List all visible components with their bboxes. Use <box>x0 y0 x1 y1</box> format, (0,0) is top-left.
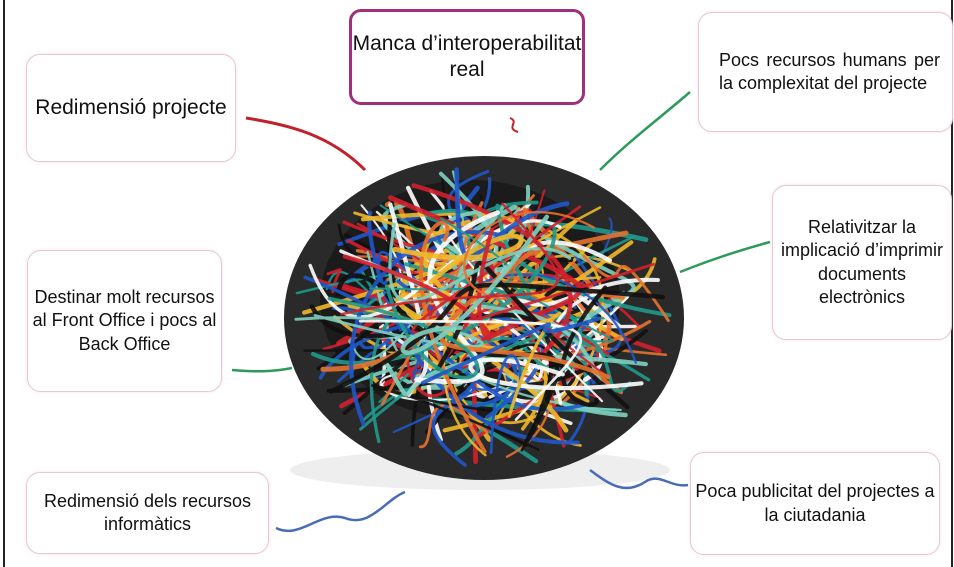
problem-box-redimensio-recursos: Redimensió dels recursos informàtics <box>26 472 269 554</box>
frame-left-border <box>3 0 5 567</box>
yarn-strand <box>340 202 559 316</box>
yarn-strand <box>421 316 601 385</box>
yarn-strand <box>582 254 670 322</box>
problem-box-poca-publicitat: Poca publicitat del projectes a la ciuta… <box>690 452 940 555</box>
yarn-strand <box>454 167 570 259</box>
thread-redimensio-recursos <box>275 490 406 533</box>
yarn-strand <box>538 232 636 339</box>
yarn-strand <box>388 222 572 303</box>
yarn-strand <box>371 384 528 447</box>
thread-destinar <box>231 366 293 373</box>
central-problem-box: Manca d’interoperabilitat real <box>349 9 585 105</box>
central-problem-label: Manca d’interoperabilitat real <box>352 32 582 81</box>
yarn-strand <box>468 357 644 391</box>
yarn-strand <box>349 230 514 426</box>
thread-top <box>509 117 519 133</box>
thread-pocs <box>599 91 691 171</box>
frame-right-border <box>951 0 953 567</box>
problem-label: Relativitzar la implicació d’imprimir do… <box>780 216 944 307</box>
thread-redimensio <box>245 116 367 172</box>
problem-label: Poca publicitat del projectes a la ciuta… <box>695 481 935 525</box>
yarn-strand <box>326 268 342 294</box>
problem-label: Redimensió dels recursos informàtics <box>43 490 252 534</box>
thread-publicitat <box>589 468 689 490</box>
thread-relativitzar <box>679 240 771 274</box>
yarn-strand <box>461 330 632 393</box>
problem-box-relativitzar: Relativitzar la implicació d’imprimir do… <box>772 185 952 340</box>
problem-box-redimensio-projecte: Redimensió projecte <box>26 54 236 162</box>
problem-label: Destinar molt recursos al Front Office i… <box>32 286 217 354</box>
yarn-strand <box>392 233 524 285</box>
yarn-strand <box>379 295 630 402</box>
problem-box-destinar-recursos: Destinar molt recursos al Front Office i… <box>27 250 222 392</box>
yarn-strand <box>400 214 550 355</box>
yarn-strands <box>294 167 672 467</box>
problem-box-pocs-recursos: Pocs recursos humans per la complexitat … <box>698 12 953 132</box>
problem-label: Pocs recursos humans per la complexitat … <box>719 49 940 93</box>
yarn-strand <box>439 250 611 380</box>
yarn-strand <box>358 319 582 421</box>
yarn-strand <box>507 311 562 418</box>
yarn-strand <box>369 217 514 291</box>
yarn-strand <box>463 211 595 301</box>
problem-label: Redimensió projecte <box>35 96 227 120</box>
